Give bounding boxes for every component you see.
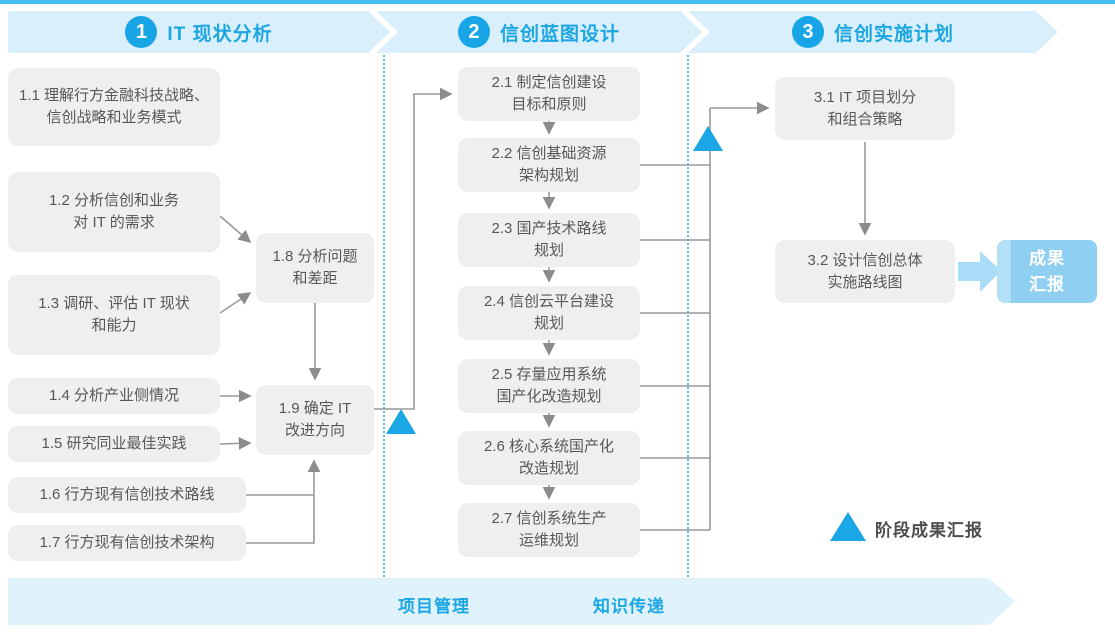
task-box-2-1: 2.1 制定信创建设 目标和原则 <box>458 67 640 121</box>
task-box-1-8: 1.8 分析问题 和差距 <box>256 233 374 303</box>
phase-number-badge: 3 <box>792 16 824 48</box>
wire-1-7-to-1-9 <box>246 459 321 544</box>
phase-banner-2: 2 信创蓝图设计 <box>376 11 702 53</box>
task-box-1-5: 1.5 研究同业最佳实践 <box>8 426 220 462</box>
phase-banner-1: 1 IT 现状分析 <box>8 11 390 53</box>
task-box-3-1: 3.1 IT 项目划分 和组合策略 <box>775 77 955 140</box>
milestone-triangle-phase2 <box>693 126 723 151</box>
phase-title: 信创蓝图设计 <box>499 23 620 45</box>
task-box-1-3: 1.3 调研、评估 IT 现状 和能力 <box>8 275 220 355</box>
phase-title: IT 现状分析 <box>167 23 273 45</box>
task-box-1-4: 1.4 分析产业侧情况 <box>8 378 220 414</box>
task-box-2-3: 2.3 国产技术路线 规划 <box>458 213 640 267</box>
phase-number-badge: 2 <box>458 16 490 48</box>
phase-title: 信创实施计划 <box>833 23 954 45</box>
task-box-1-7: 1.7 行方现有信创技术架构 <box>8 525 246 561</box>
task-box-1-9: 1.9 确定 IT 改进方向 <box>256 385 374 455</box>
task-box-2-4: 2.4 信创云平台建设 规划 <box>458 286 640 340</box>
wire-1-3-to-1-8 <box>219 292 252 314</box>
milestone-triangle-phase1 <box>386 409 416 434</box>
legend-triangle-icon <box>830 512 866 541</box>
task-box-2-7: 2.7 信创系统生产 运维规划 <box>458 503 640 557</box>
phase-banner-3: 3 信创实施计划 <box>688 11 1058 53</box>
footer-banner <box>8 578 1015 625</box>
legend-label: 阶段成果汇报 <box>875 521 983 540</box>
task-box-1-6: 1.6 行方现有信创技术路线 <box>8 477 246 513</box>
task-box-1-2: 1.2 分析信创和业务 对 IT 的需求 <box>8 172 220 252</box>
top-accent-strip <box>0 0 1115 4</box>
phase-separator-2-3 <box>687 55 689 577</box>
phase-separator-1-2 <box>383 55 385 577</box>
phase-number-badge: 1 <box>125 16 157 48</box>
footer-item-knowledge-transfer: 知识传递 <box>593 597 665 616</box>
footer-item-project-management: 项目管理 <box>398 597 470 616</box>
wire-1-9-to-2-1 <box>374 87 453 410</box>
task-box-2-5: 2.5 存量应用系统 国产化改造规划 <box>458 359 640 413</box>
task-box-3-2: 3.2 设计信创总体 实施路线图 <box>775 240 955 303</box>
result-report-box: 成果 汇报 <box>997 240 1097 303</box>
task-box-2-6: 2.6 核心系统国产化 改造规划 <box>458 431 640 485</box>
result-arrow-icon <box>958 251 1001 292</box>
task-box-2-2: 2.2 信创基础资源 架构规划 <box>458 138 640 192</box>
wire-1-5-to-1-9 <box>219 436 252 450</box>
task-box-1-1: 1.1 理解行方金融科技战略、 信创战略和业务模式 <box>8 68 220 146</box>
wire-1-2-to-1-8 <box>219 215 252 244</box>
